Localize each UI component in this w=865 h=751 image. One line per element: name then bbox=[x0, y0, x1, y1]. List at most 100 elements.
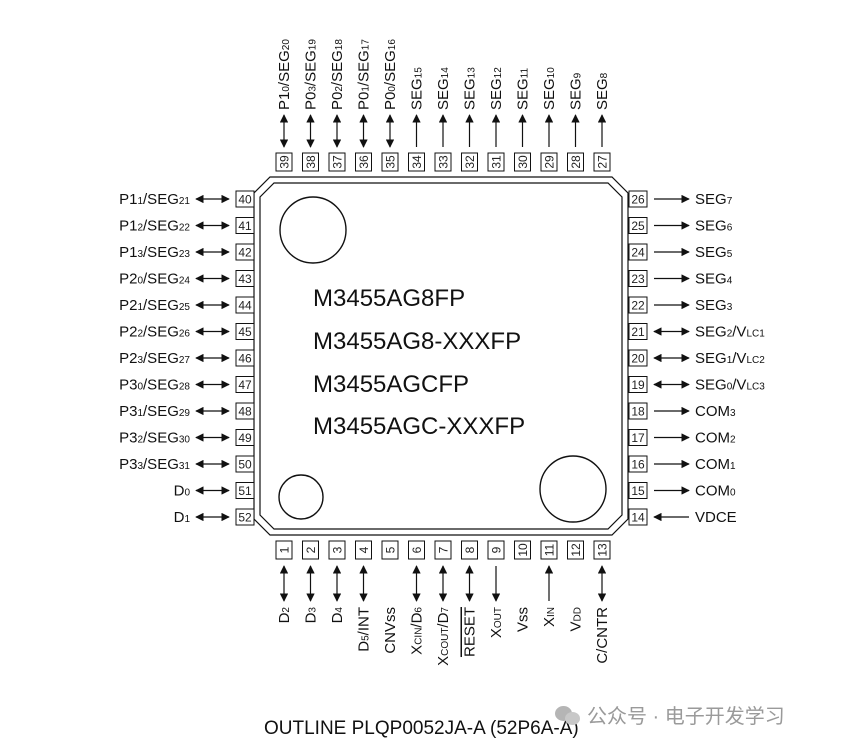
pin-label: XOUT bbox=[488, 607, 505, 638]
pin-number-box bbox=[235, 217, 255, 234]
pin-number-box bbox=[540, 152, 558, 172]
pin-number: 43 bbox=[238, 272, 252, 286]
pin-label: Vss bbox=[515, 607, 532, 632]
chip-body-inner bbox=[259, 182, 623, 530]
pin-number: 35 bbox=[384, 155, 398, 169]
pin-label: D4 bbox=[329, 607, 346, 624]
pin-number-box bbox=[235, 296, 255, 314]
part-number-1: M3455AG8FP bbox=[313, 285, 465, 312]
pin-number: 41 bbox=[238, 219, 252, 233]
pin-label: SEG12 bbox=[488, 67, 505, 110]
pin-number: 23 bbox=[631, 272, 645, 286]
pin-number: 15 bbox=[631, 484, 645, 498]
pin-number-box bbox=[628, 402, 648, 420]
pin-label: SEG14 bbox=[435, 67, 452, 110]
pin-label: P11/SEG21 bbox=[119, 191, 190, 208]
pin-number: 47 bbox=[238, 378, 252, 392]
pin-number: 3 bbox=[331, 546, 345, 553]
pin-label: VDD bbox=[568, 607, 585, 631]
part-number-2: M3455AG8-XXXFP bbox=[313, 328, 521, 355]
pin-number: 7 bbox=[437, 546, 451, 553]
index-mark-small-bottom-left bbox=[278, 474, 324, 520]
index-mark-large-bottom-right bbox=[539, 455, 607, 523]
pin-number-box bbox=[628, 217, 648, 234]
pin-number-box bbox=[628, 482, 648, 499]
pin-number-box bbox=[461, 152, 478, 172]
pin-number-box bbox=[567, 540, 584, 560]
pin-number: 17 bbox=[631, 431, 645, 445]
pins-layer: 40P11/SEG2141P12/SEG2242P13/SEG2343P20/S… bbox=[119, 39, 765, 666]
pin-number-box bbox=[487, 152, 505, 172]
pin-number-box bbox=[628, 270, 648, 287]
pin-number: 36 bbox=[357, 155, 371, 169]
pin-number: 51 bbox=[238, 484, 252, 498]
pin-number-box bbox=[461, 540, 478, 560]
pin-label: XCIN/D6 bbox=[409, 607, 426, 655]
pin-number-box bbox=[328, 540, 346, 560]
pin-number-box bbox=[628, 508, 648, 526]
pin-number-box bbox=[628, 429, 648, 446]
pin-number: 33 bbox=[437, 155, 451, 169]
pin-label: COM2 bbox=[695, 430, 736, 447]
pin-label: P22/SEG26 bbox=[119, 324, 190, 341]
pin-13: 13C/CNTR bbox=[593, 540, 611, 664]
pin-number-box bbox=[628, 190, 648, 208]
pin-number-box bbox=[593, 540, 611, 560]
pin-number-box bbox=[434, 152, 452, 172]
pin-number-box bbox=[235, 455, 255, 473]
pin-number: 27 bbox=[596, 155, 610, 169]
pin-number: 39 bbox=[278, 155, 292, 169]
pin-number-box bbox=[540, 540, 558, 560]
package-outline-label: OUTLINE PLQP0052JA-A (52P6A-A) bbox=[264, 718, 579, 739]
pin-number-box bbox=[408, 152, 425, 172]
pin-label: P10/SEG20 bbox=[276, 39, 293, 110]
index-mark-large-top-left bbox=[279, 196, 347, 264]
watermark-text: 公众号 · 电子开发学习 bbox=[587, 706, 785, 728]
pin-label: SEG10 bbox=[541, 67, 558, 110]
pin-number: 19 bbox=[631, 378, 645, 392]
pin-number: 45 bbox=[238, 325, 252, 339]
pin-number-box bbox=[235, 270, 255, 287]
pin-number: 4 bbox=[357, 546, 371, 553]
pin-45: 45 P22/SEG26 bbox=[119, 323, 255, 341]
pin-label: SEG0/VLC3 bbox=[695, 377, 765, 394]
pin-number-box bbox=[408, 540, 425, 560]
pin-label: VDCE bbox=[695, 509, 737, 526]
pin-number-box bbox=[628, 455, 648, 473]
pin-number-box bbox=[355, 152, 372, 172]
pin-label: P02/SEG18 bbox=[329, 39, 346, 110]
pin-number-box bbox=[628, 243, 648, 261]
pin-number: 6 bbox=[410, 546, 424, 553]
pin-number-box bbox=[235, 243, 255, 261]
pin-number-box bbox=[381, 152, 399, 172]
pin-label: SEG5 bbox=[695, 244, 733, 261]
pin-label: XIN bbox=[541, 607, 558, 627]
pin-label: COM1 bbox=[695, 456, 736, 473]
pin-number: 28 bbox=[569, 155, 583, 169]
pin-label: SEG7 bbox=[695, 191, 733, 208]
pin-number-box bbox=[235, 376, 255, 393]
pin-number-box bbox=[275, 152, 293, 172]
pin-label: SEG3 bbox=[695, 297, 733, 314]
pin-label: D5/INT bbox=[356, 607, 373, 652]
